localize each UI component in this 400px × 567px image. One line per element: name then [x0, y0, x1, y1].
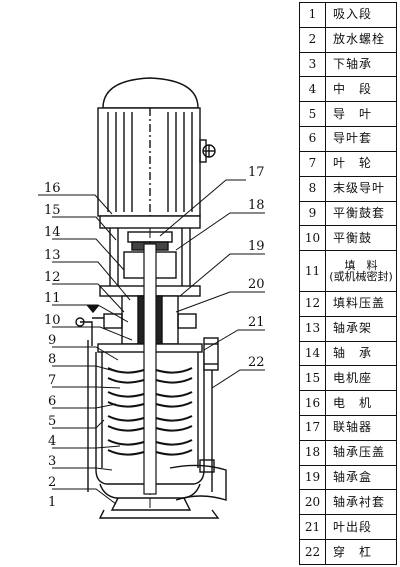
part-name: 放水螺栓 — [325, 26, 397, 53]
callout-19: 19 — [248, 239, 265, 254]
part-name: 导叶套 — [325, 126, 397, 152]
part-number: 7 — [299, 150, 326, 177]
part-name: 导 叶 — [325, 101, 397, 128]
part-name: 填 料(或机械密封) — [325, 250, 397, 292]
callout-16: 16 — [44, 181, 61, 196]
callout-17: 17 — [248, 165, 265, 180]
part-number: 13 — [299, 315, 326, 342]
callout-22: 22 — [248, 355, 265, 370]
part-name: 叶出段 — [325, 514, 397, 541]
callout-6: 6 — [48, 394, 56, 409]
part-name: 穿 杠 — [325, 539, 397, 565]
callout-2: 2 — [48, 475, 56, 490]
part-name: 轴承架 — [325, 315, 397, 342]
callout-1: 1 — [48, 495, 56, 510]
part-name: 下轴承 — [325, 51, 397, 78]
callout-14: 14 — [44, 225, 61, 240]
part-number: 10 — [299, 225, 326, 252]
callout-10: 10 — [44, 313, 61, 328]
callout-15: 15 — [44, 203, 61, 218]
part-number-labels: 16 15 14 13 12 11 10 9 8 7 6 5 4 3 2 1 1… — [44, 165, 265, 510]
part-number: 12 — [299, 290, 326, 317]
part-name: 轴 承 — [325, 340, 397, 367]
part-name: 轴承衬套 — [325, 489, 397, 516]
part-number: 9 — [299, 200, 326, 227]
callout-20: 20 — [248, 277, 265, 292]
part-name: 电机座 — [325, 365, 397, 392]
part-number: 11 — [299, 250, 326, 292]
pump-cross-section-drawing: 16 15 14 13 12 11 10 9 8 7 6 5 4 3 2 1 1… — [38, 77, 265, 519]
part-number: 4 — [299, 76, 326, 103]
leader-lines — [38, 179, 265, 505]
part-number: 16 — [299, 390, 326, 416]
part-name-main: 填 料 — [344, 259, 378, 272]
callout-13: 13 — [44, 248, 61, 263]
part-number: 19 — [299, 464, 326, 491]
part-name: 平衡鼓 — [325, 225, 397, 252]
callout-5: 5 — [48, 414, 56, 429]
impeller-stages-drawing — [107, 367, 193, 456]
part-name-note: (或机械密封) — [329, 270, 393, 283]
part-name: 叶 轮 — [325, 150, 397, 177]
part-name: 平衡鼓套 — [325, 200, 397, 227]
part-name: 中 段 — [325, 76, 397, 103]
suction-section-drawing — [98, 459, 227, 519]
part-name: 末级导叶 — [325, 175, 397, 202]
callout-12: 12 — [44, 270, 61, 285]
motor-drawing — [97, 77, 216, 217]
part-name: 轴承压盖 — [325, 439, 397, 466]
part-number: 2 — [299, 26, 326, 53]
part-name: 电 机 — [325, 390, 397, 416]
part-number: 22 — [299, 539, 326, 565]
part-number: 18 — [299, 439, 326, 466]
part-name: 联轴器 — [325, 414, 397, 441]
callout-3: 3 — [48, 454, 56, 469]
callout-18: 18 — [248, 198, 265, 213]
callout-9: 9 — [48, 333, 56, 348]
part-number: 14 — [299, 340, 326, 367]
callout-21: 21 — [248, 315, 265, 330]
callout-11: 11 — [44, 291, 61, 306]
part-number: 3 — [299, 51, 326, 78]
callout-8: 8 — [48, 352, 56, 367]
part-name: 轴承盒 — [325, 464, 397, 491]
part-number: 6 — [299, 126, 326, 152]
part-number: 21 — [299, 514, 326, 541]
part-name: 填料压盖 — [325, 290, 397, 317]
part-number: 17 — [299, 414, 326, 441]
part-number: 8 — [299, 175, 326, 202]
callout-7: 7 — [48, 373, 56, 388]
shaft-drawing — [143, 243, 157, 495]
part-number: 20 — [299, 489, 326, 516]
callout-4: 4 — [48, 434, 56, 449]
part-number: 1 — [299, 2, 326, 28]
bearing-frame-drawing — [75, 295, 197, 346]
part-number: 15 — [299, 365, 326, 392]
part-name: 吸入段 — [325, 2, 397, 28]
part-number: 5 — [299, 101, 326, 128]
